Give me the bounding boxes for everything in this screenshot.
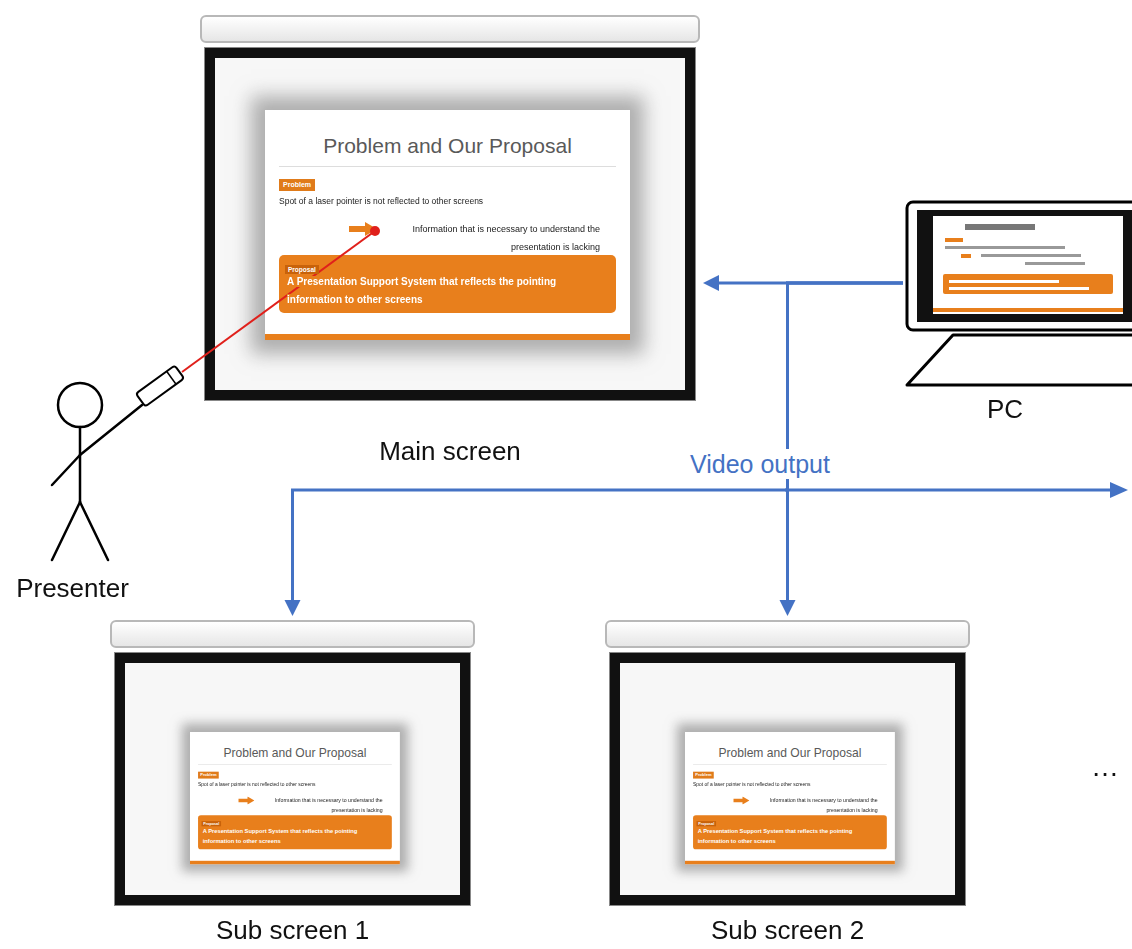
slide-tag: Problem <box>279 179 315 191</box>
connector-label: Video output <box>687 449 833 479</box>
laser-spot <box>370 226 380 236</box>
slide-text: Spot of a laser pointer is not reflected… <box>198 781 315 788</box>
proposal-box: ProposalA Presentation Support System th… <box>693 815 887 849</box>
slide-tag: Problem <box>693 772 714 779</box>
video-bus-extension <box>785 482 1128 498</box>
presentation-slide: Problem and Our ProposalProblemSpot of a… <box>265 110 630 340</box>
laser-beam <box>182 231 375 372</box>
screen-label: Sub screen 1 <box>216 915 369 945</box>
slide-info-wrap: Information that is necessary to underst… <box>385 218 600 254</box>
slide-title-wrap: Problem and Our Proposal <box>265 134 630 158</box>
proposal-text: A Presentation Support System that refle… <box>203 827 358 844</box>
ellipsis-mark: … <box>1091 752 1119 782</box>
projection-screen: Sub screen 2Problem and Our ProposalProb… <box>605 620 970 905</box>
slide-title-wrap: Problem and Our Proposal <box>685 746 895 760</box>
proposal-body-wrap: A Presentation Support System that refle… <box>698 825 883 846</box>
screen-label-wrap: Sub screen 2 <box>525 915 1050 945</box>
slide-text: Spot of a laser pointer is not reflected… <box>693 781 810 788</box>
slide-tag: Problem <box>198 772 219 779</box>
slide-text-wrap: Spot of a laser pointer is not reflected… <box>198 778 392 788</box>
screen-roller-bar <box>605 620 970 648</box>
slide-tag-wrap: Problem <box>198 768 219 778</box>
slide-tag: Proposal <box>697 821 716 826</box>
proposal-text: A Presentation Support System that refle… <box>287 276 556 305</box>
proposal-box: Proposal A Presentation Support System th… <box>279 255 616 313</box>
screen-label: Sub screen 2 <box>711 915 864 945</box>
screen-label-wrap: Sub screen 1 <box>30 915 555 945</box>
slide-rule <box>693 764 887 765</box>
laptop-pc: PC <box>905 200 1132 430</box>
pc-label: PC <box>987 394 1023 424</box>
slide-text: Information that is necessary to underst… <box>770 798 878 814</box>
screen-roller-bar <box>110 620 475 648</box>
slide-text: Spot of a laser pointer is not reflected… <box>279 195 483 207</box>
pc-label-wrap: PC <box>945 394 1065 424</box>
laptop-icon <box>905 200 1132 390</box>
slide-text: Information that is necessary to underst… <box>275 798 383 814</box>
proposal-text: A Presentation Support System that refle… <box>698 827 853 844</box>
slide-bottom-bar <box>190 861 400 864</box>
slide-text: Information that is necessary to underst… <box>412 224 600 252</box>
slide-text-wrap: Spot of a laser pointer is not reflected… <box>693 778 887 788</box>
slide-arrow <box>733 796 749 804</box>
projection-screen: Sub screen 1Problem and Our ProposalProb… <box>110 620 475 905</box>
slide-bottom-bar <box>685 861 895 864</box>
proposal-tag-wrap: Proposal <box>285 258 319 276</box>
projection-screen: Main screenProblem and Our ProposalProbl… <box>200 15 700 400</box>
slide-title: Problem and Our Proposal <box>223 746 366 760</box>
slide-tag-wrap: Problem <box>279 173 315 191</box>
screen-roller-bar <box>200 15 700 43</box>
label-wrap: … <box>1085 752 1125 782</box>
slide-title: Problem and Our Proposal <box>718 746 861 760</box>
slide-tag: Proposal <box>202 821 221 826</box>
label-wrap: Video output <box>660 449 860 479</box>
label-wrap: Presenter <box>0 573 145 603</box>
slide-title-wrap: Problem and Our Proposal <box>190 746 400 760</box>
slide-info-wrap: Information that is necessary to underst… <box>754 794 878 815</box>
slide-info-wrap: Information that is necessary to underst… <box>259 794 383 815</box>
slide-bottom-bar <box>265 334 630 340</box>
slide-arrow <box>238 796 254 804</box>
screen-label: Main screen <box>379 436 521 466</box>
pointer-device <box>136 365 184 406</box>
slide-tag: Proposal <box>285 265 319 274</box>
proposal-body-wrap: A Presentation Support System that refle… <box>287 271 608 307</box>
slide-rule <box>279 166 616 167</box>
presentation-slide: Problem and Our ProposalProblemSpot of a… <box>685 732 895 864</box>
proposal-body-wrap: A Presentation Support System that refle… <box>203 825 388 846</box>
presenter-figure <box>52 383 142 560</box>
presentation-slide: Problem and Our ProposalProblemSpot of a… <box>190 732 400 864</box>
slide-arrow <box>349 222 377 236</box>
screen-label-wrap: Main screen <box>120 436 780 466</box>
figure-label: Presenter <box>16 573 129 603</box>
slide-rule <box>198 764 392 765</box>
slide-title: Problem and Our Proposal <box>323 134 572 158</box>
slide-text-wrap: Spot of a laser pointer is not reflected… <box>279 190 616 208</box>
proposal-tag-wrap: Proposal <box>202 817 221 827</box>
slide-tag-wrap: Problem <box>693 768 714 778</box>
proposal-box: ProposalA Presentation Support System th… <box>198 815 392 849</box>
proposal-tag-wrap: Proposal <box>697 817 716 827</box>
